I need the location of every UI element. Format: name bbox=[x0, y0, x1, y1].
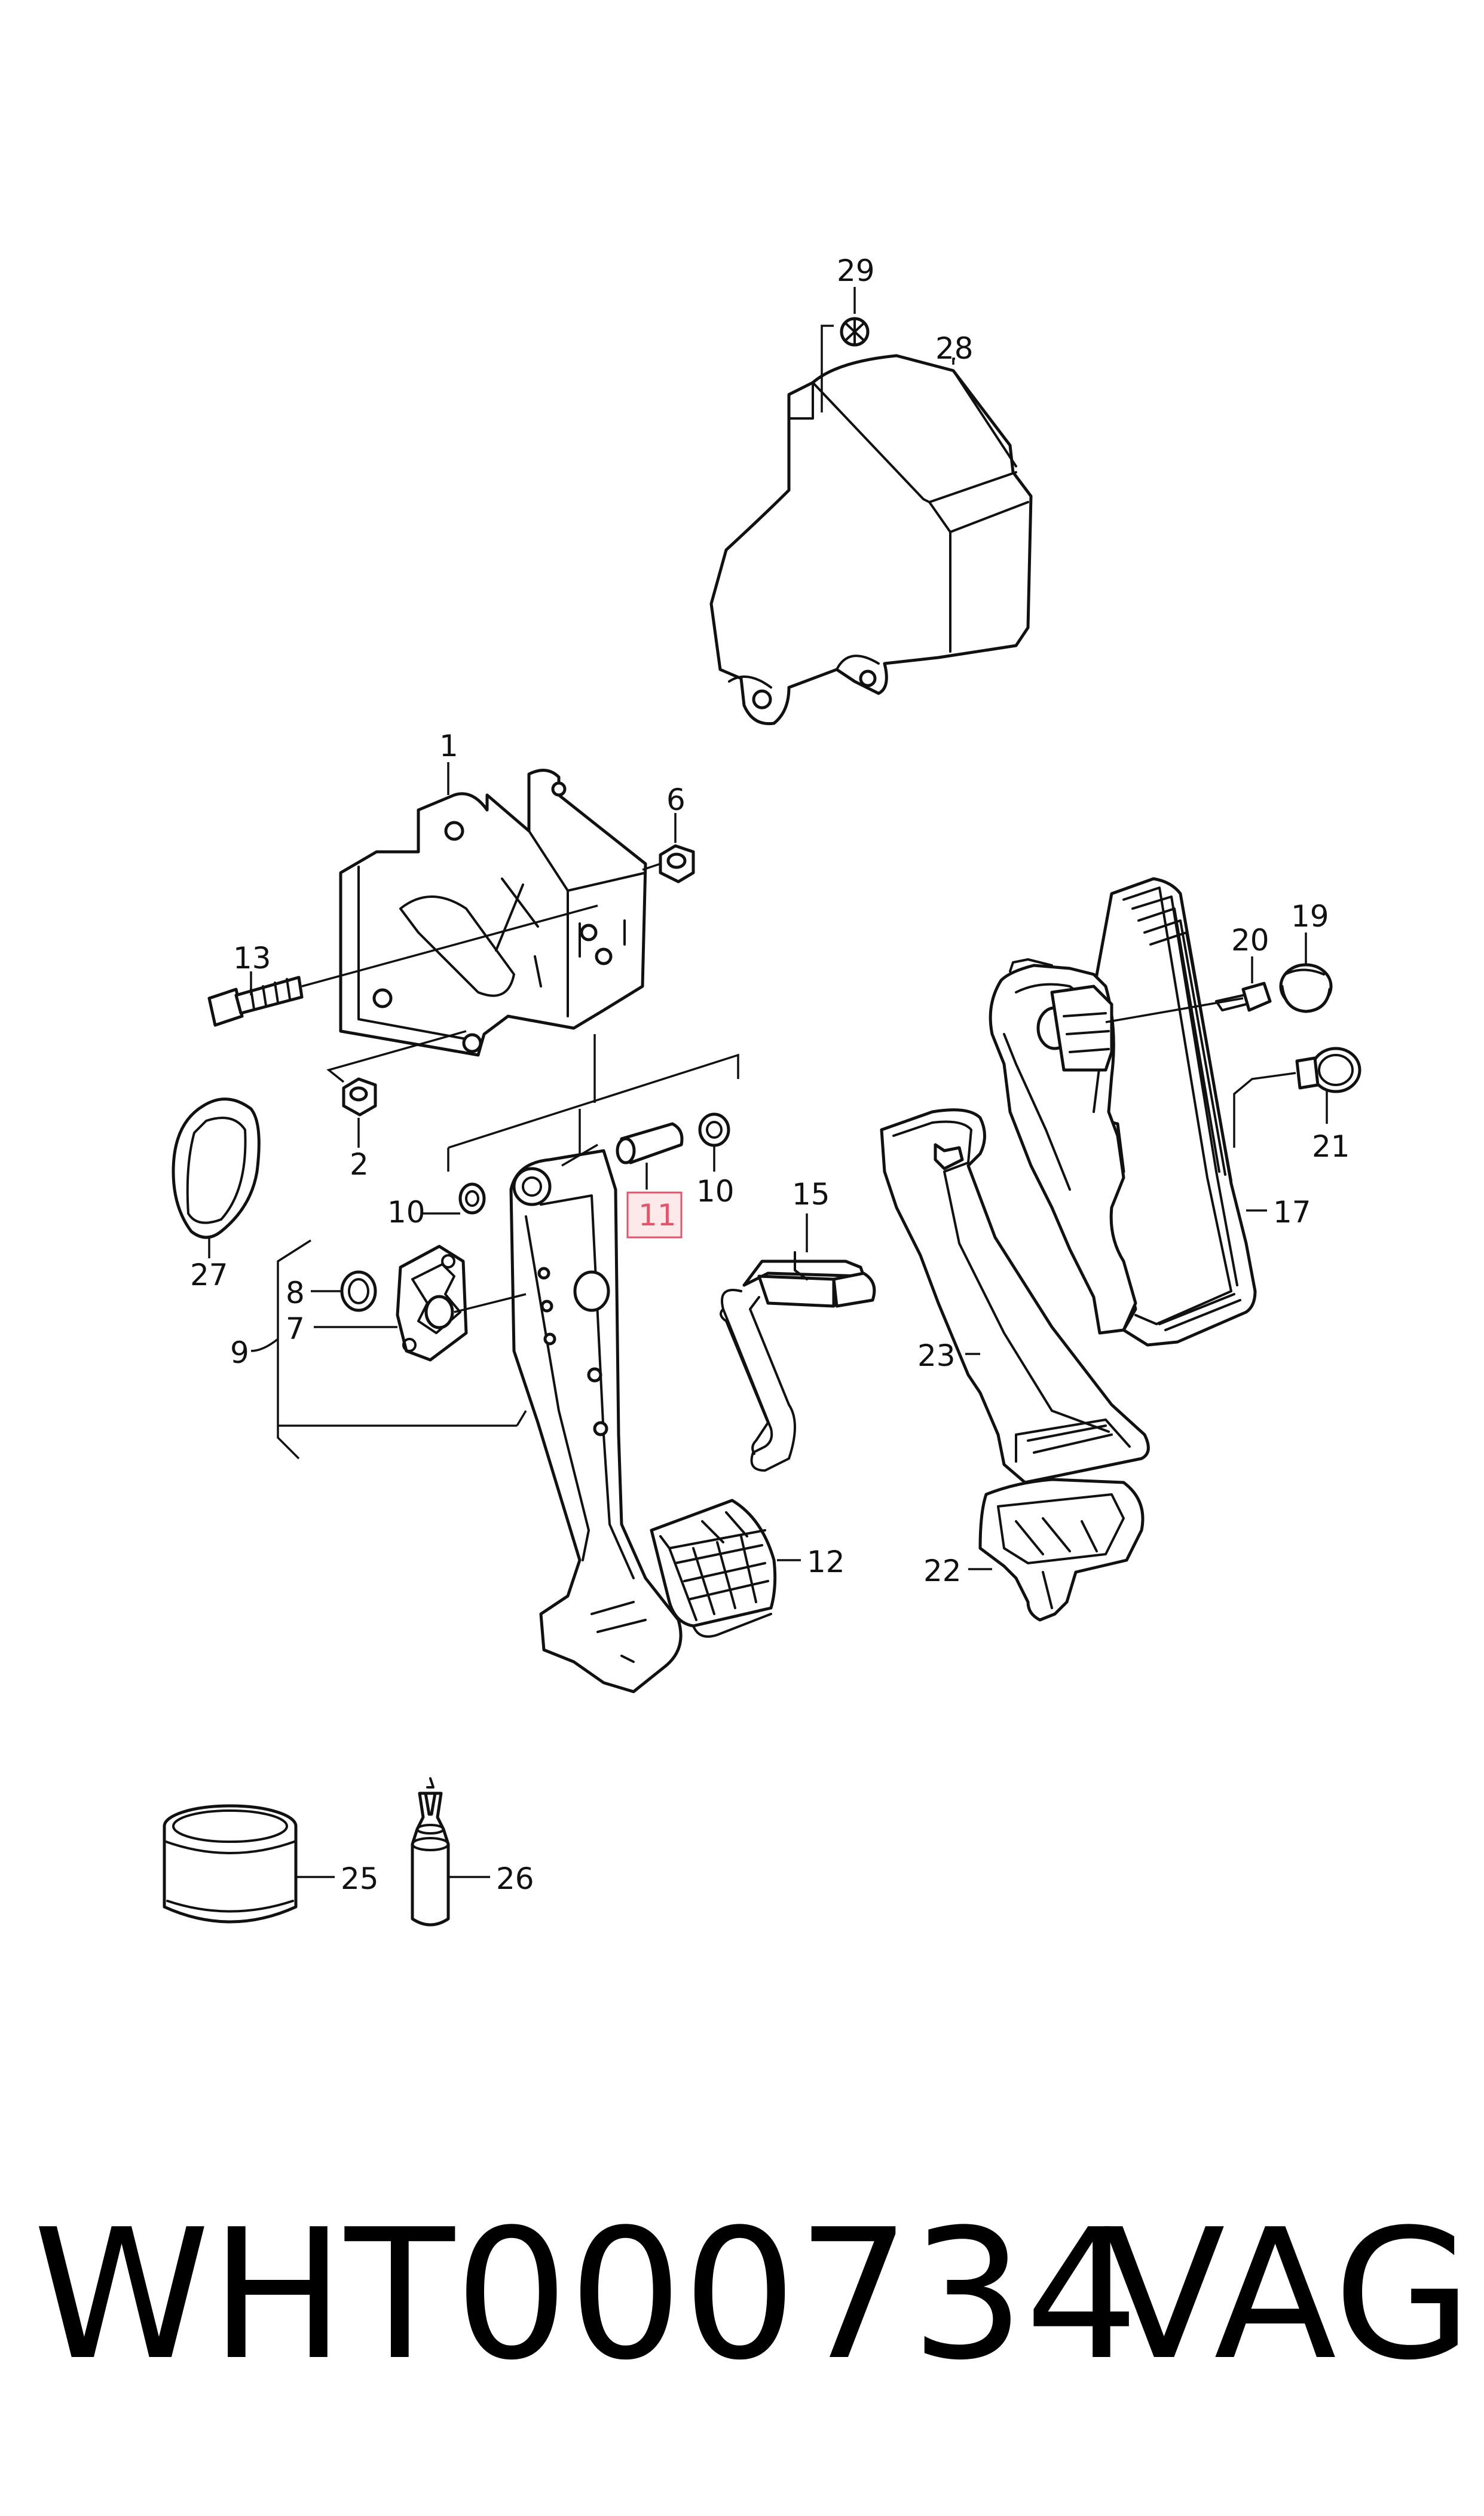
callout-13: 13 bbox=[233, 941, 271, 976]
callout-8: 8 bbox=[286, 1276, 305, 1310]
brand-name: VAG bbox=[1103, 2191, 1473, 2399]
part-17-accelerator-pedal[interactable] bbox=[989, 877, 1267, 1347]
part-11-highlight-box bbox=[626, 1191, 683, 1239]
parts-diagram: 29 28 1 6 13 2 10 10 11 27 8 7 9 15 12 2… bbox=[163, 253, 1361, 1927]
callout-27: 27 bbox=[190, 1258, 228, 1292]
callout-26: 26 bbox=[496, 1861, 534, 1896]
assembly-bracket-upper bbox=[447, 1034, 739, 1190]
part-26-bottle[interactable] bbox=[411, 1777, 450, 1927]
callout-21: 21 bbox=[1312, 1129, 1350, 1164]
part-23-lever[interactable] bbox=[880, 1108, 1150, 1484]
part-15-rod[interactable] bbox=[720, 1251, 876, 1472]
part-21-knob[interactable] bbox=[1233, 1047, 1361, 1148]
part-13-bolt[interactable] bbox=[207, 904, 598, 1027]
part-7-spring-mount[interactable] bbox=[396, 1245, 527, 1362]
callout-22: 22 bbox=[923, 1554, 962, 1588]
part-10-bushing-right[interactable] bbox=[698, 1112, 730, 1172]
part-29-clip[interactable] bbox=[821, 317, 870, 412]
part-9-group-bracket bbox=[250, 1239, 527, 1460]
leader-28 bbox=[952, 357, 955, 365]
callout-28: 28 bbox=[935, 331, 974, 366]
part-2-nut[interactable] bbox=[326, 1030, 467, 1117]
part-25-sleeve[interactable] bbox=[163, 1804, 298, 1924]
clutch-pedal-lever[interactable] bbox=[509, 1144, 683, 1693]
callout-9: 9 bbox=[230, 1335, 249, 1370]
part-20-screw[interactable] bbox=[1105, 982, 1272, 1023]
callout-15: 15 bbox=[792, 1177, 830, 1212]
part-6-nut[interactable] bbox=[642, 844, 695, 883]
part-28-cover[interactable] bbox=[709, 354, 1033, 726]
callout-20: 20 bbox=[1231, 923, 1269, 958]
part-12-pedal-pad[interactable] bbox=[650, 1499, 801, 1638]
callout-10b: 10 bbox=[696, 1174, 735, 1209]
callout-10a: 10 bbox=[387, 1195, 426, 1230]
callout-12: 12 bbox=[807, 1545, 845, 1579]
callout-25: 25 bbox=[341, 1861, 379, 1896]
callout-23: 23 bbox=[917, 1338, 956, 1373]
callout-29: 29 bbox=[837, 253, 875, 288]
callout-6: 6 bbox=[666, 782, 686, 817]
part-11-sleeve[interactable] bbox=[616, 1122, 684, 1190]
part-number: WHT000734 bbox=[33, 2191, 1139, 2399]
part-27-gasket[interactable] bbox=[172, 1097, 261, 1239]
part-19-cap[interactable] bbox=[1279, 963, 1333, 1013]
callout-7: 7 bbox=[286, 1312, 305, 1346]
callout-17: 17 bbox=[1273, 1195, 1311, 1230]
callout-2: 2 bbox=[350, 1147, 369, 1182]
callout-11: 11 bbox=[638, 1198, 677, 1233]
part-10-bushing-left[interactable] bbox=[421, 1182, 486, 1215]
part-8-ring[interactable] bbox=[340, 1270, 377, 1312]
part-22-bracket[interactable] bbox=[968, 1478, 1145, 1622]
part-1-bracket[interactable] bbox=[339, 769, 647, 1057]
footer: WHT000734 VAG bbox=[33, 2176, 1472, 2415]
callout-1: 1 bbox=[439, 729, 458, 763]
callout-19: 19 bbox=[1291, 899, 1329, 934]
